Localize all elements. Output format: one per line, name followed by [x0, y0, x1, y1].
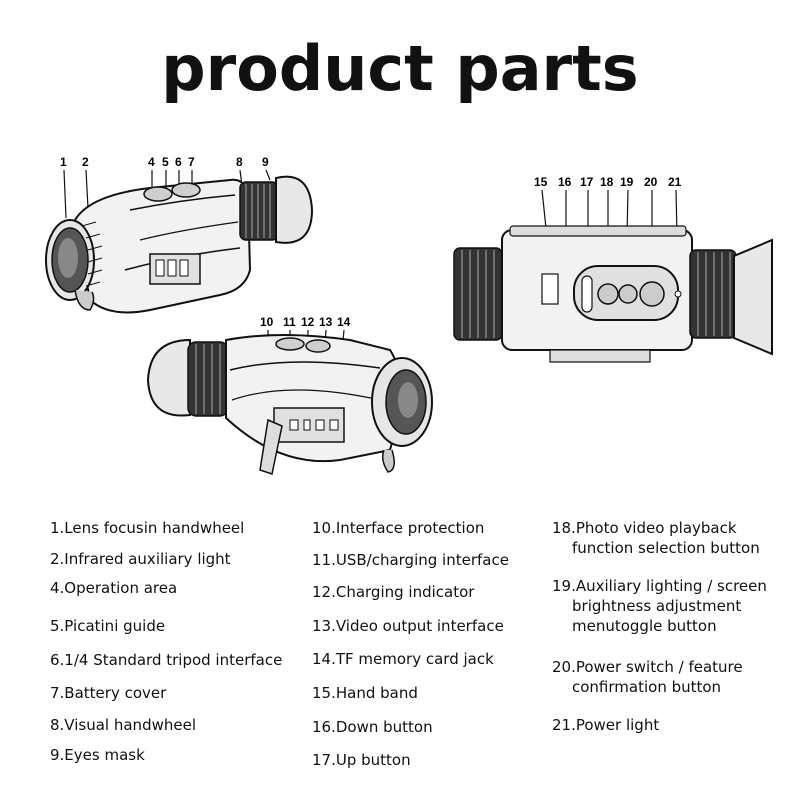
monocular-top-view: 15 16 17 18 19 20 21	[453, 175, 773, 363]
legend-item-18-line2: function selection button	[572, 539, 760, 557]
legend-item-16: 16.Down button	[312, 718, 433, 736]
callout-numbers-fig3: 15 16 17 18 19 20 21	[534, 175, 682, 189]
monocular-front-view: 1 2 4 5 6 7 8 9	[45, 155, 314, 314]
callout-7: 7	[188, 155, 195, 169]
legend-item-2: 2.Infrared auxiliary light	[50, 550, 231, 568]
legend-item-11: 11.USB/charging interface	[312, 551, 509, 569]
legend-item-14: 14.TF memory card jack	[312, 650, 494, 668]
callout-1: 1	[60, 155, 67, 169]
callout-12: 12	[301, 315, 315, 329]
callout-10: 10	[260, 315, 274, 329]
legend-item-19-line3: menutoggle button	[572, 617, 717, 635]
legend-item-20-line2: confirmation button	[572, 678, 722, 696]
page-title: product parts	[161, 32, 639, 105]
legend-item-19-line1: 19.Auxiliary lighting / screen	[552, 577, 767, 595]
legend-item-10: 10.Interface protection	[312, 519, 485, 537]
legend-item-4: 4.Operation area	[50, 579, 178, 597]
callout-17: 17	[580, 175, 594, 189]
legend-item-18-line1: 18.Photo video playback	[552, 519, 737, 537]
legend-item-1: 1.Lens focusin handwheel	[50, 519, 245, 537]
monocular-side-view: 10 11 12 13 14	[146, 315, 433, 475]
callout-9: 9	[262, 155, 269, 169]
legend-item-5: 5.Picatini guide	[50, 617, 166, 635]
callout-2: 2	[82, 155, 89, 169]
callout-19: 19	[620, 175, 634, 189]
callout-18: 18	[600, 175, 614, 189]
callout-numbers-fig1: 1 2 4 5 6 7 8 9	[60, 155, 269, 169]
callout-11: 11	[283, 315, 296, 329]
callout-numbers-fig2: 10 11 12 13 14	[260, 315, 351, 329]
legend-item-17: 17.Up button	[312, 751, 411, 769]
callout-5: 5	[162, 155, 169, 169]
callout-16: 16	[558, 175, 572, 189]
legend-item-20-line1: 20.Power switch / feature	[552, 658, 743, 676]
legend-item-8: 8.Visual handwheel	[50, 716, 196, 734]
callout-14: 14	[337, 315, 351, 329]
callout-8: 8	[236, 155, 243, 169]
callout-4: 4	[148, 155, 155, 169]
legend-item-6: 6.1/4 Standard tripod interface	[50, 651, 283, 669]
legend-item-19-line2: brightness adjustment	[572, 597, 742, 615]
callout-21: 21	[668, 175, 682, 189]
legend-item-12: 12.Charging indicator	[312, 583, 475, 601]
legend-item-9: 9.Eyes mask	[50, 746, 145, 764]
legend-item-7: 7.Battery cover	[50, 684, 167, 702]
callout-20: 20	[644, 175, 658, 189]
legend-item-13: 13.Video output interface	[312, 617, 504, 635]
callout-13: 13	[319, 315, 333, 329]
callout-15: 15	[534, 175, 548, 189]
legend-item-15: 15.Hand band	[312, 684, 418, 702]
legend-item-21: 21.Power light	[552, 716, 660, 734]
callout-6: 6	[175, 155, 182, 169]
